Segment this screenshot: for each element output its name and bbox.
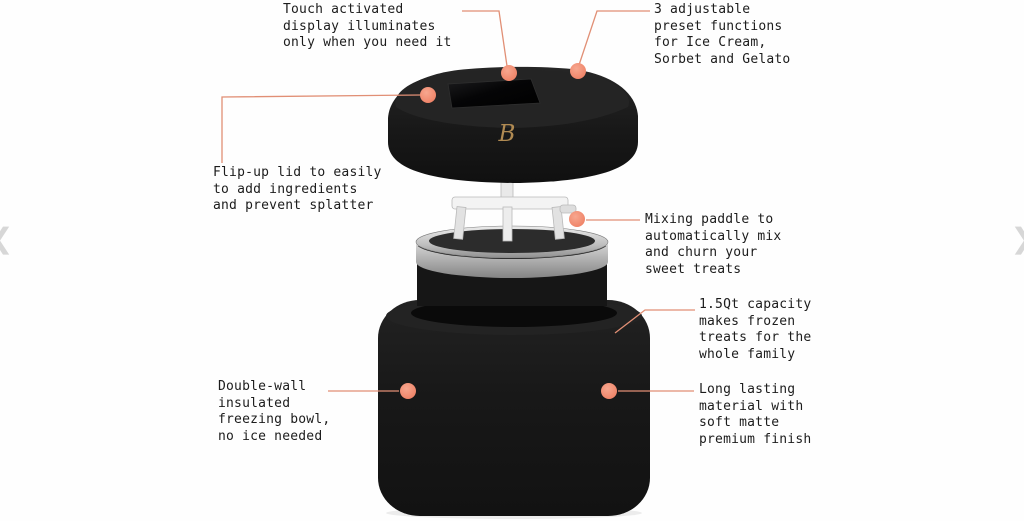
callout-text-touch-display: Touch activated display illuminates only… [283, 2, 452, 50]
callout-dot-touch-display [501, 65, 517, 81]
touch-display-screen[interactable] [447, 78, 541, 109]
callout-dot-flip-up-lid [420, 87, 436, 103]
callout-text-double-wall: Double-wall insulated freezing bowl, no … [218, 379, 331, 444]
paddle-center-shaft [502, 206, 513, 242]
freezing-bowl [378, 297, 650, 516]
callout-text-preset-functions: 3 adjustable preset functions for Ice Cr… [654, 2, 791, 67]
leader-line-capacity [614, 309, 695, 334]
leader-line-flip-up-lid [221, 94, 422, 163]
callout-text-capacity: 1.5Qt capacity makes frozen treats for t… [699, 297, 812, 362]
paddle-right-hub [559, 204, 577, 214]
carousel-next-icon[interactable]: ❯ [1011, 222, 1024, 255]
freezing-bowl-body [378, 300, 650, 516]
leader-line-preset-functions [578, 10, 650, 66]
brand-logo: B [498, 121, 516, 147]
mixing-paddle-part [451, 179, 577, 242]
paddle-right-arm [551, 206, 565, 240]
callout-dot-preset-functions [570, 63, 586, 79]
inner-bowl-silver-band [416, 243, 608, 278]
paddle-left-arm [453, 206, 467, 240]
callout-dot-mixing-paddle [569, 211, 585, 227]
carousel-prev-icon[interactable]: ❮ [0, 222, 13, 255]
leader-line-touch-display [462, 10, 508, 67]
leader-lines [221, 10, 695, 392]
callout-text-flip-up-lid: Flip-up lid to easily to add ingredients… [213, 165, 382, 213]
callout-dots [400, 63, 617, 399]
callout-text-mixing-paddle: Mixing paddle to automatically mix and c… [645, 212, 782, 277]
lid: B [388, 66, 638, 183]
callout-dot-double-wall [400, 383, 416, 399]
callout-dot-long-lasting [601, 383, 617, 399]
callout-text-long-lasting: Long lasting material with soft matte pr… [699, 382, 812, 447]
